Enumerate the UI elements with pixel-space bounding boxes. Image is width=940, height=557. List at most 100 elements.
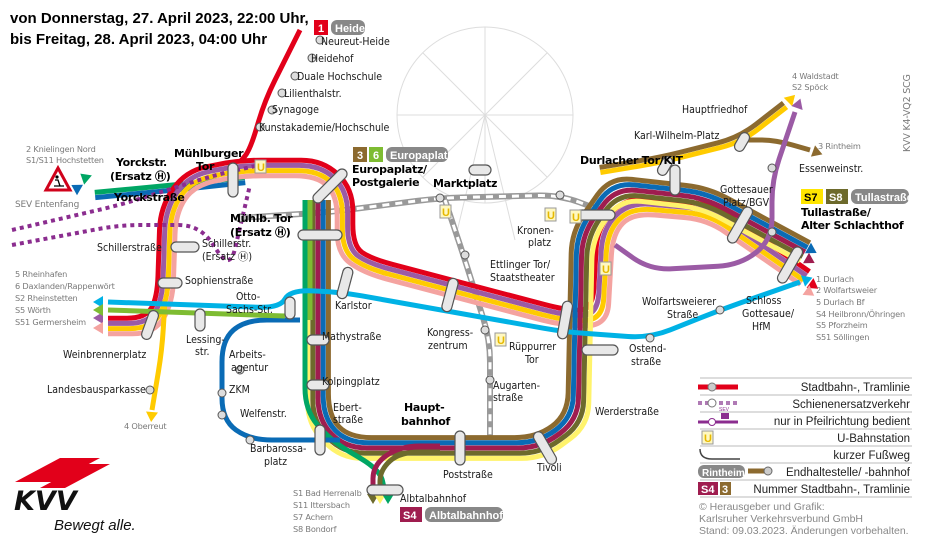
svg-text:S51 Germersheim: S51 Germersheim [15, 317, 86, 327]
line-s5 [108, 173, 802, 337]
station-muehlburger-tor: Mühlburger [174, 147, 244, 160]
station-lessingstr: Lessing- [186, 334, 225, 346]
svg-text:straße: straße [333, 414, 363, 426]
u-bahn-icon: U [494, 332, 507, 347]
svg-text:platz: platz [528, 237, 551, 249]
svg-text:2 Wolfartsweier: 2 Wolfartsweier [816, 285, 878, 295]
svg-text:KVV: KVV [14, 486, 79, 517]
stop-europaplatz-ubahn [235, 213, 245, 223]
svg-text:S1/S11 Hochstetten: S1/S11 Hochstetten [26, 155, 104, 165]
svg-text:6: 6 [373, 150, 379, 162]
direction-arrow-icon [791, 98, 803, 111]
station-barbarossaplatz: Barbarossa- [250, 443, 306, 455]
stop-tullastrasse-s2 [767, 227, 777, 237]
badge-tullastrasse: S7 S8 Tullastraße [801, 189, 913, 204]
station-kolpingplatz: Kolpingplatz [322, 376, 380, 388]
svg-text:agentur: agentur [231, 362, 268, 374]
direction-arrow-icon [802, 285, 815, 296]
station-mathystrasse: Mathystraße [322, 331, 381, 343]
station-kronenplatz: Kronen- [517, 225, 554, 237]
stop-zkm [217, 388, 227, 398]
copyright-line-2: Karlsruher Verkehrsverbund GmbH [699, 513, 863, 525]
stop-marktplatz [435, 193, 445, 203]
svg-text:S4 Heilbronn/Öhringen: S4 Heilbronn/Öhringen [816, 309, 905, 319]
stop-karl-wilhelm-platz [656, 156, 674, 176]
u-bahn-icon: U [254, 159, 267, 174]
svg-text:Europaplatz: Europaplatz [390, 150, 453, 162]
route-lines [11, 28, 823, 504]
stop-ostendstrasse [645, 333, 655, 343]
station-heidehof: Heidehof [311, 53, 354, 65]
svg-text:S8 Bondorf: S8 Bondorf [293, 524, 338, 534]
stop-kolpingplatz [306, 379, 330, 391]
svg-text:zentrum: zentrum [428, 340, 468, 352]
svg-text:platz: platz [264, 456, 287, 468]
svg-text:S11 Ittersbach: S11 Ittersbach [293, 500, 350, 510]
station-yorckstrasse: Yorckstraße [113, 191, 185, 204]
stop-gottesauer-platz [726, 206, 754, 244]
u-bahn-icon: U [599, 261, 612, 276]
svg-text:U: U [497, 335, 505, 347]
svg-text:Schienenersatzverkehr: Schienenersatzverkehr [792, 399, 910, 411]
line-3-north [599, 100, 785, 170]
station-lilienthalstr: Lilienthalstr. [284, 88, 342, 100]
svg-text:Stadtbahn-, Tramlinie: Stadtbahn-, Tramlinie [801, 382, 910, 394]
svg-text:Platz/BGV: Platz/BGV [723, 197, 770, 209]
station-durlacher-tor: Durlacher Tor/KIT [580, 154, 684, 167]
svg-text:Albtalbahnhof: Albtalbahnhof [429, 510, 503, 522]
svg-text:Tor: Tor [196, 160, 215, 173]
svg-text:S4: S4 [403, 510, 417, 522]
stop-kronenplatz-ubahn [555, 190, 565, 200]
direction-arrow-icon [810, 145, 823, 157]
station-neureut-heide: Neureut-Heide [321, 36, 390, 48]
line-4-north [600, 105, 789, 176]
stop-synagoge [267, 105, 277, 115]
station-ebertstrasse: Ebert- [333, 402, 362, 414]
line-s2 [108, 162, 808, 326]
svg-text:S51 Söllingen: S51 Söllingen [816, 332, 869, 342]
badge-heide: 1 Heide [314, 20, 365, 35]
svg-text:Nummer Stadtbahn-, Tramlinie: Nummer Stadtbahn-, Tramlinie [753, 484, 910, 496]
u-bahn-icon: U [544, 207, 557, 222]
direction-arrow-icon [382, 494, 394, 504]
station-karlstor: Karlstor [335, 300, 372, 312]
u-bahn-icon: U [439, 204, 452, 219]
direction-arrow-icon [374, 494, 386, 504]
svg-text:5 Rheinhafen: 5 Rheinhafen [15, 269, 67, 279]
station-labels: Neureut-Heide Heidehof Duale Hochschule … [15, 36, 904, 505]
svg-text:4 Waldstadt: 4 Waldstadt [792, 71, 840, 81]
station-marktplatz: Marktplatz [433, 177, 497, 190]
svg-text:Postgalerie: Postgalerie [352, 176, 419, 189]
stop-hauptbahnhof [454, 430, 466, 466]
copyright-line-3: Stand: 09.03.2023. Änderungen vorbehalte… [699, 525, 909, 537]
direction-arrow-icon [800, 275, 813, 287]
station-werderstrasse: Werderstraße [595, 406, 659, 418]
svg-text:5 Durlach Bf: 5 Durlach Bf [816, 297, 866, 307]
station-kunstakademie: Kunstakademie/Hochschule [259, 122, 390, 134]
svg-text:straße: straße [631, 356, 661, 368]
svg-text:(Ersatz Ⓗ): (Ersatz Ⓗ) [110, 169, 171, 183]
direction-arrow-icon [93, 296, 103, 308]
svg-text:S5 Wörth: S5 Wörth [15, 305, 51, 315]
stop-arbeitsagentur [235, 365, 245, 375]
stop-landesbausparkasse [145, 385, 155, 395]
stop-weinbrennerplatz [140, 310, 160, 340]
svg-text:U: U [547, 210, 555, 222]
svg-text:S7 Achern: S7 Achern [293, 512, 333, 522]
stop-heidehof [307, 53, 317, 63]
line-s4-albtal [370, 443, 440, 492]
station-europaplatz: Europaplatz/ [352, 163, 428, 176]
svg-text:(Ersatz Ⓗ): (Ersatz Ⓗ) [202, 251, 252, 263]
station-yorckstr-ersatz: Yorckstr. [115, 156, 167, 169]
svg-text:straße: straße [493, 392, 523, 404]
stop-mathystrasse [306, 334, 330, 346]
line-s4 [315, 187, 807, 451]
direction-arrow-icon [783, 94, 796, 107]
svg-text:1 Durlach: 1 Durlach [816, 274, 854, 284]
direction-arrow-icon [93, 322, 103, 334]
line-4-south [149, 299, 168, 411]
svg-text:nur in Pfeilrichtung bedient: nur in Pfeilrichtung bedient [774, 416, 911, 428]
stop-europaplatz-south [297, 229, 343, 241]
svg-text:str.: str. [195, 346, 210, 358]
stop-rueppurrer-tor [556, 300, 574, 340]
